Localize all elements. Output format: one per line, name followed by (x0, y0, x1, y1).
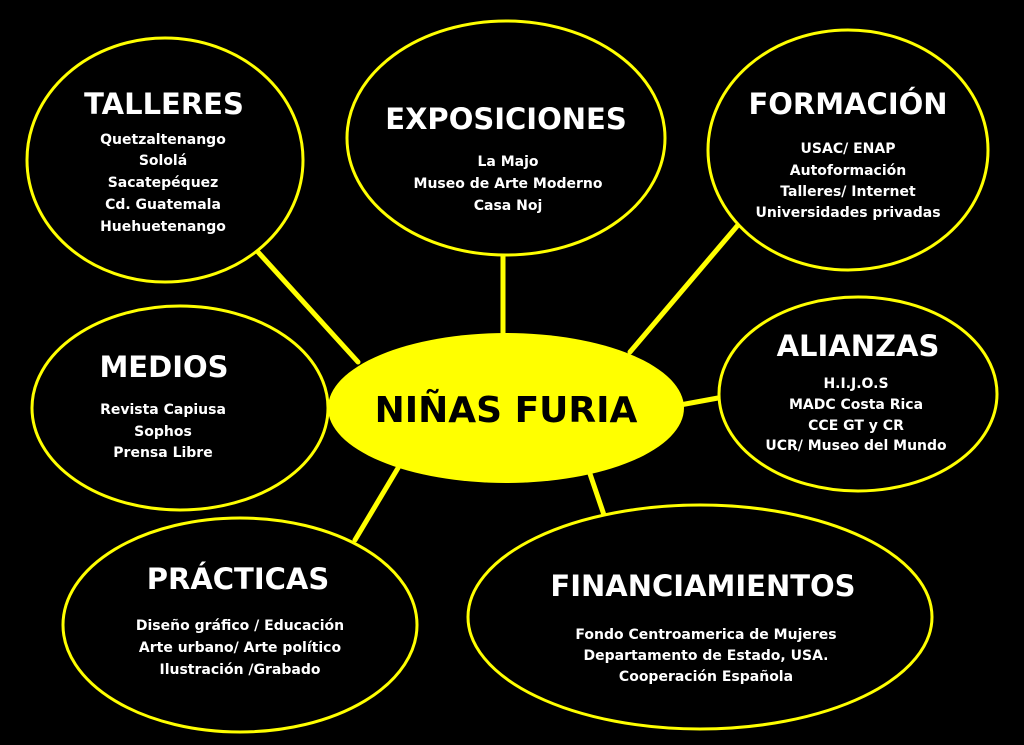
node-title: PRÁCTICAS (147, 562, 330, 596)
node-item: Prensa Libre (113, 445, 212, 461)
node-exposiciones: EXPOSICIONES La Majo Museo de Arte Moder… (345, 19, 667, 257)
node-item: Fondo Centroamerica de Mujeres (575, 627, 836, 643)
node-item: UCR/ Museo del Mundo (765, 438, 947, 454)
node-item: Sacatepéquez (108, 175, 219, 191)
node-title: TALLERES (84, 87, 244, 121)
node-ellipse (717, 295, 999, 493)
node-item: Revista Capiusa (100, 402, 226, 418)
connector-talleres (255, 249, 361, 365)
center-title: NIÑAS FURIA (375, 389, 638, 431)
node-ellipse (61, 516, 419, 734)
node-item: CCE GT y CR (808, 418, 904, 434)
node-financiamientos: FINANCIAMIENTOS Fondo Centroamerica de M… (466, 503, 934, 731)
node-title: FINANCIAMIENTOS (550, 569, 855, 603)
node-ellipse (466, 503, 934, 731)
node-item: Quetzaltenango (100, 132, 226, 148)
node-alianzas: ALIANZAS H.I.J.O.S MADC Costa Rica CCE G… (717, 295, 999, 493)
node-item: Cooperación Española (619, 669, 793, 685)
node-item: Museo de Arte Moderno (414, 176, 603, 192)
node-item: Universidades privadas (755, 205, 940, 221)
node-item: Cd. Guatemala (105, 197, 221, 213)
connector-formacion (627, 222, 741, 355)
node-formacion: FORMACIÓN USAC/ ENAP Autoformación Talle… (706, 28, 990, 272)
node-title: MEDIOS (99, 350, 228, 384)
node-item: Talleres/ Internet (780, 184, 916, 200)
node-item: Departamento de Estado, USA. (584, 648, 829, 664)
node-item: Sololá (139, 153, 187, 169)
node-ellipse (706, 28, 990, 272)
node-item: MADC Costa Rica (789, 397, 923, 413)
node-item: Huehuetenango (100, 219, 226, 235)
node-title: EXPOSICIONES (385, 102, 626, 136)
node-item: La Majo (477, 154, 538, 170)
node-title: ALIANZAS (777, 329, 940, 363)
node-item: Autoformación (790, 163, 906, 179)
node-medios: MEDIOS Revista Capiusa Sophos Prensa Lib… (30, 304, 330, 512)
node-item: Casa Noj (474, 198, 543, 214)
connector-practicas (352, 465, 401, 543)
node-item: H.I.J.O.S (823, 376, 888, 392)
node-item: Arte urbano/ Arte político (139, 640, 342, 656)
connector-alianzas (677, 395, 721, 408)
node-practicas: PRÁCTICAS Diseño gráfico / Educación Art… (61, 516, 419, 734)
node-item: Sophos (134, 424, 192, 440)
connector-financiamientos (585, 465, 607, 518)
connectors (255, 222, 741, 543)
node-talleres: TALLERES Quetzaltenango Sololá Sacatepéq… (25, 36, 305, 284)
node-ellipse (25, 36, 305, 284)
center-ellipse (328, 333, 684, 483)
node-item: Diseño gráfico / Educación (136, 618, 344, 634)
node-center: NIÑAS FURIA (328, 333, 684, 483)
node-title: FORMACIÓN (748, 87, 947, 121)
node-ellipse (345, 19, 667, 257)
node-item: USAC/ ENAP (801, 141, 896, 157)
node-item: Ilustración /Grabado (160, 662, 321, 678)
